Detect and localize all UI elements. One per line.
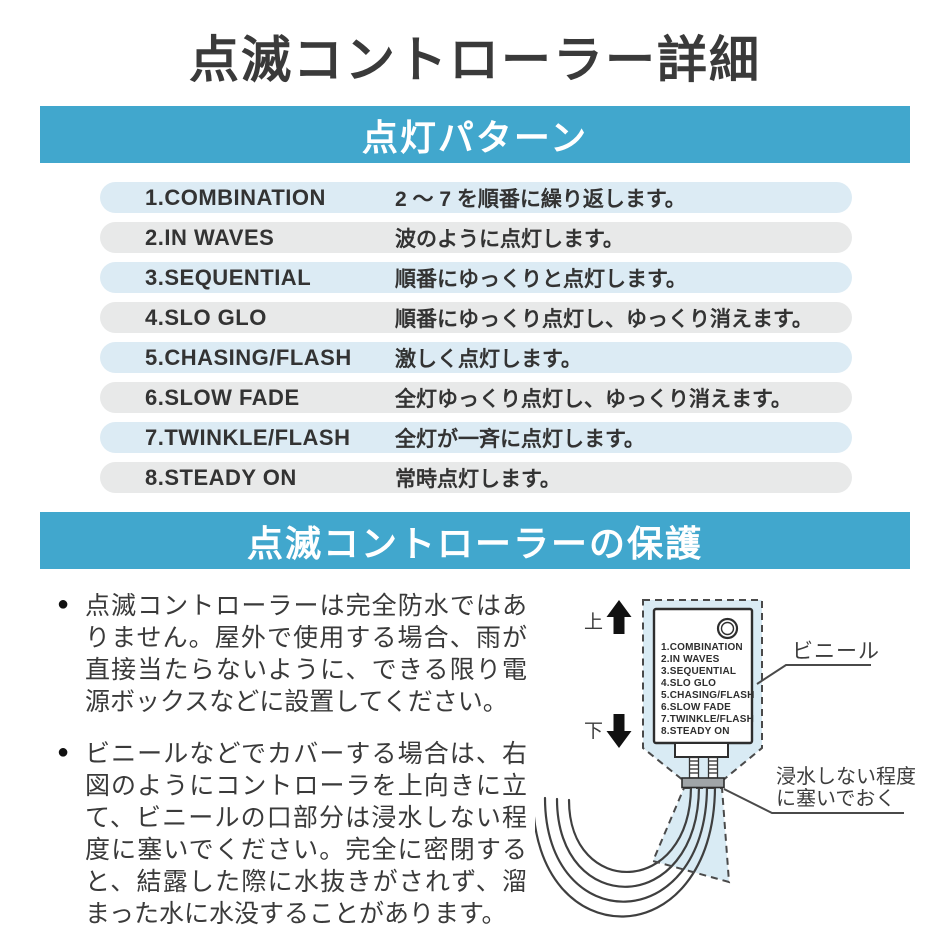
cord-wire-3 (555, 785, 701, 888)
controller-mode-6: 6.SLOW FADE (661, 702, 731, 713)
bullet-icon: ● (57, 593, 70, 615)
pattern-desc: 波のように点灯します。 (395, 227, 624, 251)
controller-mode-5: 5.CHASING/FLASH (661, 690, 755, 701)
controller-mode-8: 8.STEADY ON (661, 726, 730, 737)
cord-wire-2 (543, 785, 709, 903)
clamp-band (681, 777, 725, 789)
up-label: 上 (584, 611, 603, 633)
cord-wire-1 (535, 785, 717, 918)
pattern-row-5: 5.CHASING/FLASH 激しく点灯します。 (100, 342, 852, 373)
section-header-protection: 点滅コントローラーの保護 (40, 512, 910, 569)
controller-mode-7: 7.TWINKLE/FLASH (661, 714, 754, 725)
pattern-desc: 激しく点灯します。 (395, 347, 582, 371)
pattern-desc: 常時点灯します。 (395, 467, 561, 491)
up-arrow-icon (606, 600, 632, 634)
protection-notes: ● 点滅コントローラーは完全防水ではありません。屋外で使用する場合、雨が直接当た… (57, 590, 527, 950)
protection-note-2-text: ビニールなどでカバーする場合は、右図のようにコントローラを上向きに立て、ビニール… (85, 740, 527, 928)
protection-note-2: ● ビニールなどでカバーする場合は、右図のようにコントローラを上向きに立て、ビニ… (57, 738, 527, 930)
controller-mode-2: 2.IN WAVES (661, 654, 720, 665)
seal-label-line2: に塞いでおく (776, 787, 895, 810)
pattern-desc: 順番にゆっくり点灯し、ゆっくり消えます。 (395, 307, 813, 331)
seal-label-line1: 浸水しない程度 (776, 765, 916, 788)
controller-diagram: 1.COMBINATION 2.IN WAVES 3.SEQUENTIAL 4.… (535, 599, 916, 918)
pattern-label: 1.COMBINATION (145, 184, 326, 210)
section-header-protection-label: 点滅コントローラーの保護 (246, 522, 703, 564)
pattern-row-1: 1.COMBINATION 2 ～ 7 を順番に繰り返します。 (100, 182, 852, 213)
pattern-row-2: 2.IN WAVES 波のように点灯します。 (100, 222, 852, 253)
protection-note-1-text: 点滅コントローラーは完全防水ではありません。屋外で使用する場合、雨が直接当たらな… (85, 592, 527, 716)
controller-mode-1: 1.COMBINATION (661, 642, 743, 653)
controller-button-inner-ring (720, 621, 735, 636)
pattern-label: 5.CHASING/FLASH (145, 344, 352, 370)
cord-wire-4 (567, 785, 693, 874)
pattern-label: 4.SLO GLO (145, 304, 267, 330)
pattern-label: 6.SLOW FADE (145, 384, 300, 410)
pattern-row-3: 3.SEQUENTIAL 順番にゆっくりと点灯します。 (100, 262, 852, 293)
pattern-desc: 全灯ゆっくり点灯し、ゆっくり消えます。 (395, 387, 792, 411)
protection-note-1: ● 点滅コントローラーは完全防水ではありません。屋外で使用する場合、雨が直接当た… (57, 590, 527, 718)
seal-leader-line (723, 788, 904, 814)
controller-button-icon (716, 617, 739, 640)
pattern-row-8: 8.STEADY ON 常時点灯します。 (100, 462, 852, 493)
controller-mode-3: 3.SEQUENTIAL (661, 666, 736, 677)
pattern-row-7: 7.TWINKLE/FLASH 全灯が一斉に点灯します。 (100, 422, 852, 453)
pattern-row-4: 4.SLO GLO 順番にゆっくり点灯し、ゆっくり消えます。 (100, 302, 852, 333)
pattern-desc: 全灯が一斉に点灯します。 (395, 427, 645, 451)
pattern-desc: 2 ～ 7 を順番に繰り返します。 (395, 187, 686, 211)
pattern-desc: 順番にゆっくりと点灯します。 (395, 267, 687, 291)
cord-coil-left (688, 756, 700, 779)
down-arrow-icon (606, 714, 632, 748)
bullet-icon: ● (57, 741, 70, 763)
vinyl-leader-line (756, 664, 871, 685)
page-title: 点滅コントローラー詳細 (189, 32, 761, 88)
cord-coil-right (707, 756, 719, 779)
pattern-label: 2.IN WAVES (145, 224, 275, 250)
pattern-table: 1.COMBINATION 2 ～ 7 を順番に繰り返します。 2.IN WAV… (100, 182, 852, 502)
down-label: 下 (584, 721, 603, 742)
controller-mode-4: 4.SLO GLO (661, 678, 716, 689)
pattern-label: 3.SEQUENTIAL (145, 264, 312, 290)
pattern-label: 7.TWINKLE/FLASH (145, 424, 351, 450)
connector-block (674, 742, 729, 758)
pattern-label: 8.STEADY ON (145, 464, 297, 490)
vinyl-label: ビニール (792, 640, 880, 663)
section-header-patterns-label: 点灯パターン (361, 116, 589, 158)
pattern-row-6: 6.SLOW FADE 全灯ゆっくり点灯し、ゆっくり消えます。 (100, 382, 852, 413)
section-header-patterns: 点灯パターン (40, 106, 910, 163)
